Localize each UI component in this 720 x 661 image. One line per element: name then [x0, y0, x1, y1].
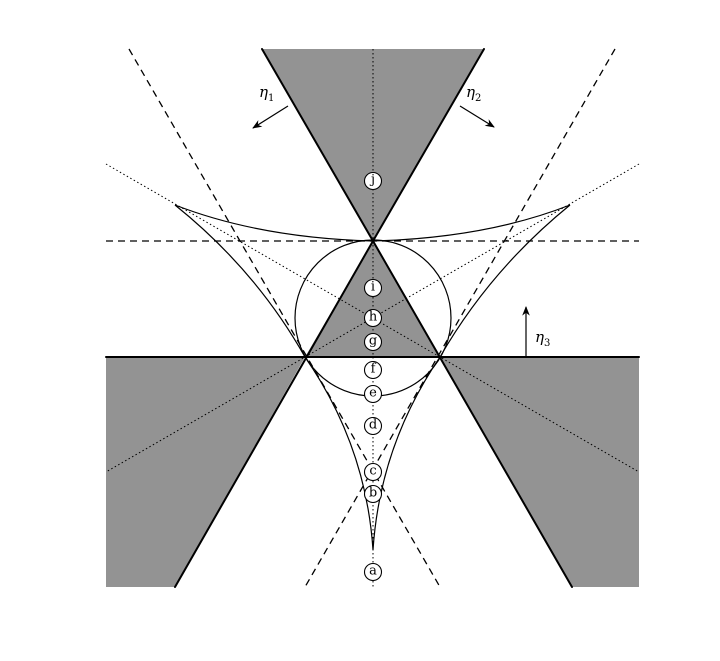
marker-c: c	[363, 462, 383, 482]
marker-b: b	[363, 484, 383, 504]
svg-text:j: j	[369, 173, 375, 188]
top-right-boundary	[372, 48, 485, 242]
svg-text:g: g	[369, 334, 377, 349]
left-diagonal-boundary	[174, 240, 374, 588]
left-gray-region	[106, 357, 305, 587]
eta1-arrow	[252, 105, 289, 129]
marker-e: e	[363, 384, 383, 404]
svg-text:e: e	[369, 386, 377, 401]
eta1-label: η1	[259, 83, 274, 104]
svg-text:a: a	[369, 564, 377, 579]
eta2-arrow	[459, 105, 495, 128]
svg-text:b: b	[369, 486, 377, 501]
marker-h: h	[363, 308, 383, 328]
right-diagonal-boundary	[372, 240, 573, 588]
eta2-label: η2	[466, 83, 481, 104]
right-gray-region	[440, 357, 639, 587]
svg-text:h: h	[369, 310, 378, 325]
eta3-label: η3	[535, 328, 550, 349]
dashed-line-left	[128, 48, 441, 588]
svg-text:f: f	[371, 362, 377, 377]
svg-text:c: c	[369, 464, 376, 479]
svg-text:i: i	[371, 280, 375, 295]
marker-a: a	[363, 562, 383, 582]
marker-d: d	[363, 416, 383, 436]
dotted-line-down-left	[105, 163, 640, 473]
svg-text:d: d	[369, 418, 377, 433]
top-left-boundary	[261, 48, 374, 242]
central-gray-triangle	[305, 241, 440, 357]
dotted-line-down-right	[105, 163, 640, 473]
marker-j: j	[363, 171, 383, 191]
marker-g: g	[363, 332, 383, 352]
marker-f: f	[363, 360, 383, 380]
dashed-line-right	[304, 48, 616, 588]
marker-i: i	[363, 278, 383, 298]
